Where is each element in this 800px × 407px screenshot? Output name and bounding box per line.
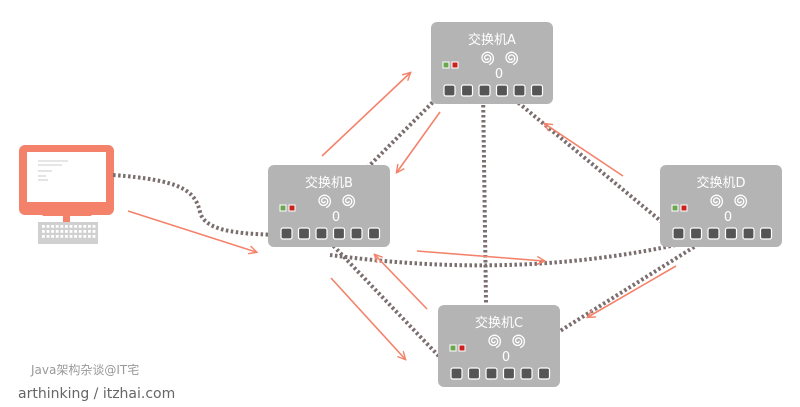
status-leds	[279, 204, 296, 212]
status-leds	[449, 344, 466, 352]
link-b-to-d	[329, 235, 711, 268]
fan-icon	[318, 194, 332, 209]
port-icon	[520, 367, 533, 380]
port-icon	[350, 227, 363, 240]
fan-icon	[481, 51, 495, 66]
switch-c: 交换机C 0	[438, 305, 560, 387]
port-icon	[513, 84, 526, 97]
port-icon	[672, 227, 685, 240]
port-icon	[485, 367, 498, 380]
port-icon	[280, 227, 293, 240]
fan-icon	[488, 334, 502, 349]
switch-title: 交换机C	[475, 315, 523, 331]
port-icon	[707, 227, 720, 240]
port-icon	[332, 227, 346, 240]
switch-count: 0	[502, 350, 510, 365]
port-icon	[450, 367, 463, 380]
status-leds	[442, 61, 459, 69]
port-icon	[759, 227, 773, 240]
port-icon	[478, 84, 491, 97]
arrow-d-to-c	[588, 265, 677, 317]
port-icon	[502, 367, 516, 380]
watermark-url: arthinking / itzhai.com	[18, 386, 176, 402]
flow-arrows	[127, 73, 677, 359]
port-icon	[689, 227, 703, 240]
arrow-b-to-c-lower	[330, 277, 405, 359]
arrow-b-to-a	[321, 73, 410, 157]
switch-title: 交换机D	[696, 175, 745, 191]
switch-title: 交换机B	[305, 175, 353, 191]
link-b-to-c	[321, 233, 457, 375]
arrow-c-to-b	[375, 255, 428, 310]
port-icon	[443, 84, 456, 97]
port-icon	[495, 84, 509, 97]
fan-icon	[342, 194, 356, 209]
link-b-to-a	[298, 88, 447, 237]
arrow-b-to-d	[416, 250, 544, 261]
screen-text-lines	[38, 160, 68, 181]
keyboard-icon	[38, 222, 98, 244]
port-icon	[742, 227, 755, 240]
port-icon	[315, 227, 328, 240]
link-a-to-d	[501, 88, 682, 239]
fan-icon	[512, 334, 526, 349]
switch-count: 0	[724, 210, 732, 225]
status-leds	[671, 204, 688, 212]
port-icon	[724, 227, 738, 240]
fan-icon	[710, 194, 724, 209]
switch-title: 交换机A	[468, 32, 516, 48]
switch-a: 交换机A 0	[431, 22, 553, 104]
switch-count: 0	[332, 210, 340, 225]
port-icon	[297, 227, 311, 240]
arrow-computer-to-b	[127, 210, 256, 252]
watermark-title: Java架构杂谈@IT宅	[31, 363, 140, 377]
arrow-a-to-b	[397, 111, 441, 172]
port-icon	[530, 84, 544, 97]
computer-icon	[19, 145, 114, 244]
port-icon	[537, 367, 551, 380]
switch-b: 交换机B 0	[268, 165, 390, 247]
network-links	[112, 88, 712, 375]
link-computer-to-switch-b	[112, 173, 301, 237]
port-icon	[467, 367, 481, 380]
arrow-d-to-a	[545, 124, 624, 177]
switch-d: 交换机D 0	[660, 165, 782, 247]
port-icon	[367, 227, 381, 240]
fan-icon	[734, 194, 748, 209]
switch-count: 0	[495, 67, 503, 82]
fan-icon	[505, 51, 519, 66]
port-icon	[460, 84, 474, 97]
